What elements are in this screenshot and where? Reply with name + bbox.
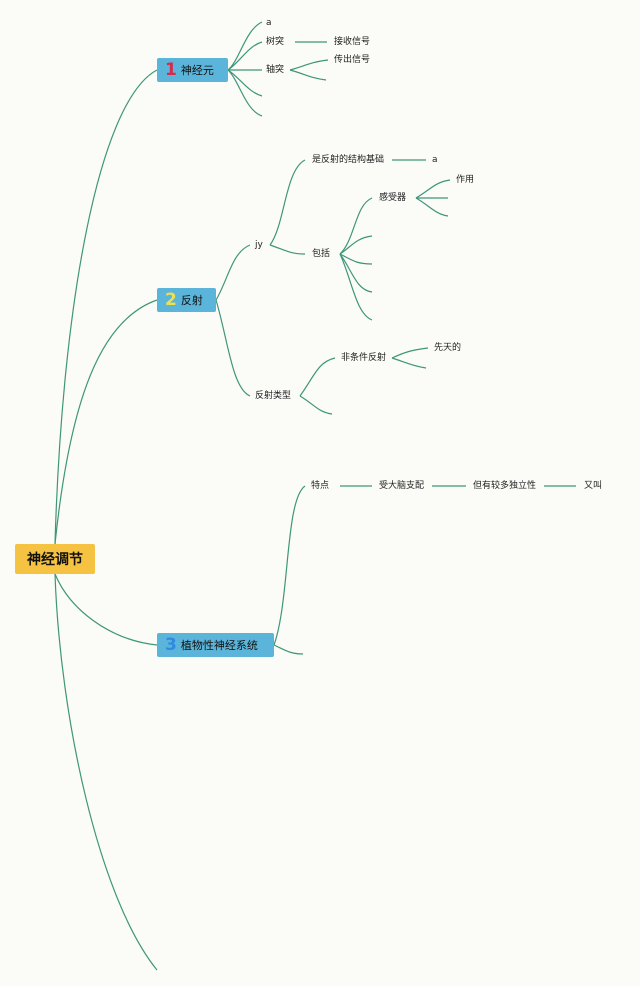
root-node: 神经调节 — [15, 544, 95, 574]
topic-label: 神经元 — [180, 64, 214, 77]
connector-autonomic-feature — [273, 485, 306, 646]
reflex-unconditioned-child: 先天的 — [434, 343, 462, 353]
connector-receptor-child — [415, 179, 451, 199]
connector-uncond-child — [391, 347, 429, 359]
connector-root-tail — [54, 573, 158, 971]
connector-includes-receptor — [339, 197, 373, 255]
reflex-jy: jy — [255, 240, 263, 250]
connector-root-reflex — [54, 299, 158, 545]
connector-includes-b1 — [339, 235, 373, 255]
connector-root-neuron — [54, 69, 158, 545]
neuron-axon-child: 传出信号 — [334, 55, 371, 65]
autonomic-feature-2: 但有较多独立性 — [473, 481, 537, 491]
autonomic-feature: 特点 — [311, 481, 330, 491]
connector-types-uncond — [299, 357, 336, 397]
connector-neuron-dendrite — [227, 41, 263, 71]
topic-reflex: 2 反射 — [157, 288, 216, 312]
connector-axon-child — [289, 59, 329, 71]
connector-includes-b2 — [339, 253, 373, 265]
connector-root-autonomic — [54, 573, 158, 646]
connector-jy-includes — [269, 244, 306, 255]
topic-label: 反射 — [180, 294, 203, 307]
connector-uncond-b1 — [391, 357, 427, 369]
connector-includes-b4 — [339, 253, 373, 321]
connector-autonomic-blank — [273, 644, 304, 655]
autonomic-feature-3: 又叫 — [584, 481, 603, 491]
topic-number: 3 — [165, 635, 177, 655]
connector-types-b1 — [299, 395, 333, 415]
neuron-item-a: a — [266, 18, 272, 28]
neuron-dendrite: 树突 — [266, 37, 285, 47]
topic-autonomic: 3 植物性神经系统 — [157, 633, 274, 657]
connector-reflex-jy — [215, 244, 251, 301]
connector-receptor-b2 — [415, 197, 449, 217]
connector-jy-basis — [269, 159, 306, 246]
connector-axon-blank — [289, 69, 327, 81]
topic-neuron: 1 神经元 — [157, 58, 228, 82]
reflex-types: 反射类型 — [255, 391, 292, 401]
reflex-unconditioned: 非条件反射 — [341, 353, 387, 363]
topic-number: 2 — [165, 290, 177, 310]
connector-reflex-types — [215, 299, 251, 397]
root-label: 神经调节 — [27, 552, 83, 568]
reflex-receptor: 感受器 — [379, 193, 407, 203]
topic-label: 植物性神经系统 — [180, 639, 258, 652]
topic-number: 1 — [165, 60, 177, 80]
reflex-receptor-child: 作用 — [456, 175, 475, 185]
connector-includes-b3 — [339, 253, 373, 293]
neuron-dendrite-child: 接收信号 — [334, 37, 371, 47]
reflex-basis-child: a — [432, 155, 438, 165]
connector-neuron-a — [227, 21, 263, 71]
autonomic-feature-1: 受大脑支配 — [379, 481, 425, 491]
connector-neuron-blank-2 — [227, 69, 263, 117]
neuron-axon: 轴突 — [266, 65, 285, 75]
reflex-basis: 是反射的结构基础 — [312, 155, 385, 165]
reflex-includes: 包括 — [312, 249, 331, 259]
connector-neuron-blank-1 — [227, 69, 263, 97]
